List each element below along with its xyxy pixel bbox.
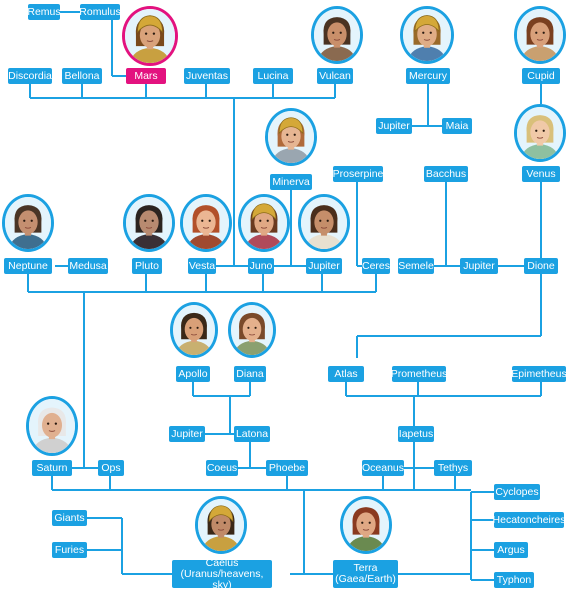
god-remus[interactable]: Remus: [27, 4, 61, 20]
god-diana[interactable]: Diana: [234, 366, 266, 382]
god-hecatoncheires[interactable]: Hecatoncheires: [493, 512, 565, 528]
diana-portrait-icon[interactable]: [228, 302, 276, 358]
terra-name: Terra: [353, 562, 378, 574]
god-vulcan[interactable]: Vulcan: [317, 68, 353, 84]
god-atlas[interactable]: Atlas: [328, 366, 364, 382]
god-latona[interactable]: Latona: [234, 426, 270, 442]
god-saturn[interactable]: Saturn: [32, 460, 72, 476]
terra-portrait-icon[interactable]: [340, 496, 392, 554]
god-ops[interactable]: Ops: [98, 460, 124, 476]
god-terra[interactable]: Terra (Gaea/Earth): [333, 560, 398, 588]
god-caelus[interactable]: Caelus (Uranus/heavens, sky): [172, 556, 272, 591]
god-ceres[interactable]: Ceres: [362, 258, 390, 274]
juno-portrait-icon[interactable]: [238, 194, 290, 252]
god-oceanus[interactable]: Oceanus: [362, 460, 404, 476]
god-lucina[interactable]: Lucina: [253, 68, 293, 84]
caelus-portrait-icon[interactable]: [195, 496, 247, 554]
god-prometheus[interactable]: Prometheus: [391, 366, 447, 382]
god-medusa[interactable]: Medusa: [68, 258, 108, 274]
god-typhon[interactable]: Typhon: [494, 572, 534, 588]
god-jupiter-maia[interactable]: Jupiter: [376, 118, 412, 134]
vulcan-portrait-icon[interactable]: [311, 6, 363, 64]
caelus-subtitle: (Uranus/heavens, sky): [180, 567, 264, 591]
god-bacchus[interactable]: Bacchus: [424, 166, 468, 182]
vesta-portrait-icon[interactable]: [180, 194, 232, 252]
god-giants[interactable]: Giants: [52, 510, 87, 526]
god-minerva[interactable]: Minerva: [270, 174, 312, 190]
god-dione[interactable]: Dione: [524, 258, 558, 274]
god-jupiter-semele[interactable]: Jupiter: [460, 258, 498, 274]
god-epimetheus[interactable]: Epimetheus: [511, 366, 567, 382]
god-maia[interactable]: Maia: [442, 118, 472, 134]
god-furies[interactable]: Furies: [52, 542, 87, 558]
saturn-portrait-icon[interactable]: [26, 396, 78, 456]
neptune-portrait-icon[interactable]: [2, 194, 54, 252]
god-mars[interactable]: Mars: [126, 68, 166, 84]
god-phoebe[interactable]: Phoebe: [266, 460, 308, 476]
pluto-portrait-icon[interactable]: [123, 194, 175, 252]
mercury-portrait-icon[interactable]: [400, 6, 454, 64]
god-apollo[interactable]: Apollo: [176, 366, 210, 382]
god-tethys[interactable]: Tethys: [434, 460, 472, 476]
god-jupiter[interactable]: Jupiter: [306, 258, 342, 274]
god-iapetus[interactable]: Iapetus: [398, 426, 434, 442]
god-argus[interactable]: Argus: [494, 542, 528, 558]
god-venus[interactable]: Venus: [522, 166, 560, 182]
god-proserpine[interactable]: Proserpine: [333, 166, 383, 182]
apollo-portrait-icon[interactable]: [170, 302, 218, 358]
minerva-portrait-icon[interactable]: [265, 108, 317, 166]
god-coeus[interactable]: Coeus: [206, 460, 238, 476]
caelus-name: Caelus: [205, 556, 239, 569]
god-cupid[interactable]: Cupid: [522, 68, 560, 84]
mars-portrait-icon[interactable]: [122, 6, 178, 66]
god-discordia[interactable]: Discordia: [8, 68, 52, 84]
god-juno[interactable]: Juno: [248, 258, 274, 274]
god-semele[interactable]: Semele: [398, 258, 434, 274]
god-romulus[interactable]: Romulus: [79, 4, 121, 20]
god-neptune[interactable]: Neptune: [4, 258, 52, 274]
god-pluto[interactable]: Pluto: [132, 258, 162, 274]
jupiter-portrait-icon[interactable]: [298, 194, 350, 252]
god-vesta[interactable]: Vesta: [188, 258, 216, 274]
venus-portrait-icon[interactable]: [514, 104, 566, 162]
god-cyclopes[interactable]: Cyclopes: [494, 484, 540, 500]
god-jupiter-latona[interactable]: Jupiter: [169, 426, 205, 442]
cupid-portrait-icon[interactable]: [514, 6, 566, 64]
terra-subtitle: (Gaea/Earth): [335, 573, 396, 585]
god-mercury[interactable]: Mercury: [406, 68, 450, 84]
god-bellona[interactable]: Bellona: [62, 68, 102, 84]
god-juventas[interactable]: Juventas: [184, 68, 230, 84]
